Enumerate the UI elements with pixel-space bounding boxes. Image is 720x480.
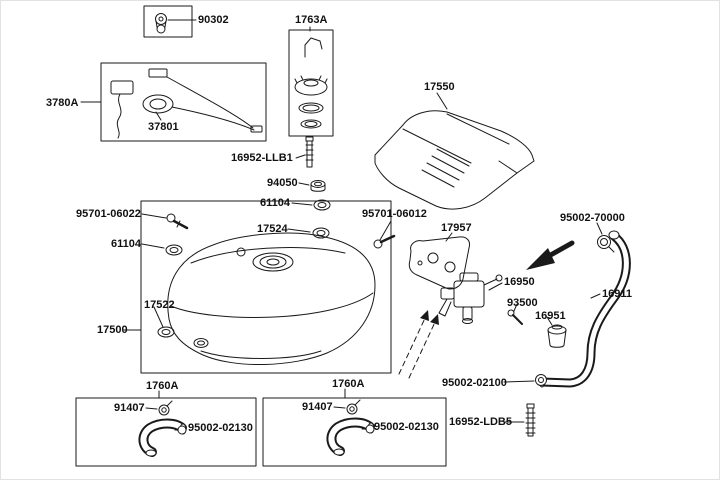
- box-1763A: [288, 29, 334, 137]
- bolt-95701-06022-drawing: [166, 213, 189, 230]
- part-label-1763A: 1763A: [295, 14, 328, 26]
- bolt-95701-06012-drawing: [373, 234, 396, 249]
- part-label-17957: 17957: [441, 222, 472, 234]
- rubber-mount-drawing: [155, 13, 167, 34]
- box-17500: [140, 200, 392, 374]
- bracket-17957-drawing: [408, 236, 470, 290]
- grommet-17524-drawing: [312, 227, 330, 239]
- part-label-95002-02100: 95002-02100: [442, 377, 507, 389]
- bolt-16952-llb1-drawing: [305, 136, 314, 168]
- clamp-91407-left-drawing: [158, 400, 173, 416]
- grommet-61104-left-drawing: [165, 244, 183, 256]
- clamp-95002-02100-drawing: [535, 374, 547, 386]
- box-3780A: [100, 62, 267, 142]
- part-label-1760A-left: 1760A: [146, 380, 179, 392]
- dashed-arrows: [398, 310, 439, 379]
- part-label-95002-02130-right: 95002-02130: [374, 421, 439, 433]
- screw-93500-drawing: [507, 309, 523, 325]
- part-label-3780A: 3780A: [46, 97, 79, 109]
- cup-16951-drawing: [547, 324, 567, 348]
- nut-94050-drawing: [310, 180, 326, 192]
- fuel-valve-drawing: [438, 272, 503, 324]
- clamp-95002-70000-drawing: [597, 235, 615, 253]
- part-label-16911: 16911: [602, 288, 632, 300]
- box-90302: [143, 5, 193, 38]
- pointer-arrow: [526, 240, 575, 270]
- box-1760A-right: [262, 397, 447, 467]
- part-label-91407-right: 91407: [302, 401, 333, 413]
- part-label-95002-70000: 95002-70000: [560, 212, 625, 224]
- fuel-cap-drawing: [294, 37, 328, 129]
- part-label-17524: 17524: [257, 223, 288, 235]
- box-1760A-left: [75, 397, 257, 467]
- part-label-1760A-right: 1760A: [332, 378, 365, 390]
- part-label-37801: 37801: [148, 121, 179, 133]
- hose-1760A-left-drawing: [138, 418, 187, 457]
- part-label-16952-ldb5: 16952-LDB5: [449, 416, 512, 428]
- hose-1760A-right-drawing: [326, 417, 375, 456]
- part-label-61104-upper: 61104: [260, 197, 290, 209]
- part-label-17500: 17500: [97, 324, 128, 336]
- grommet-17522-drawing: [157, 326, 175, 338]
- clamp-91407-right-drawing: [346, 399, 361, 415]
- part-label-93500: 93500: [507, 297, 538, 309]
- part-label-94050: 94050: [267, 177, 298, 189]
- part-label-95002-02130-left: 95002-02130: [188, 422, 253, 434]
- part-label-17522: 17522: [144, 299, 175, 311]
- fuel-tank-drawing: [167, 232, 376, 365]
- part-label-91407-left: 91407: [114, 402, 145, 414]
- fuel-sender-drawing: [110, 68, 263, 139]
- part-label-16950: 16950: [504, 276, 535, 288]
- part-label-61104-left: 61104: [111, 238, 141, 250]
- part-label-16951: 16951: [535, 310, 566, 322]
- part-label-95701-06012: 95701-06012: [362, 208, 427, 220]
- tank-cover-drawing: [374, 110, 535, 210]
- part-label-90302: 90302: [198, 14, 229, 26]
- part-label-95701-06022: 95701-06022: [76, 208, 141, 220]
- leader-lines: [80, 19, 603, 431]
- grommet-61104-upper-drawing: [313, 199, 331, 211]
- part-label-17550: 17550: [424, 81, 455, 93]
- bolt-16952-ldb5-drawing: [525, 403, 536, 437]
- group-boxes: [75, 5, 447, 467]
- part-label-16952-llb1: 16952-LLB1: [231, 152, 293, 164]
